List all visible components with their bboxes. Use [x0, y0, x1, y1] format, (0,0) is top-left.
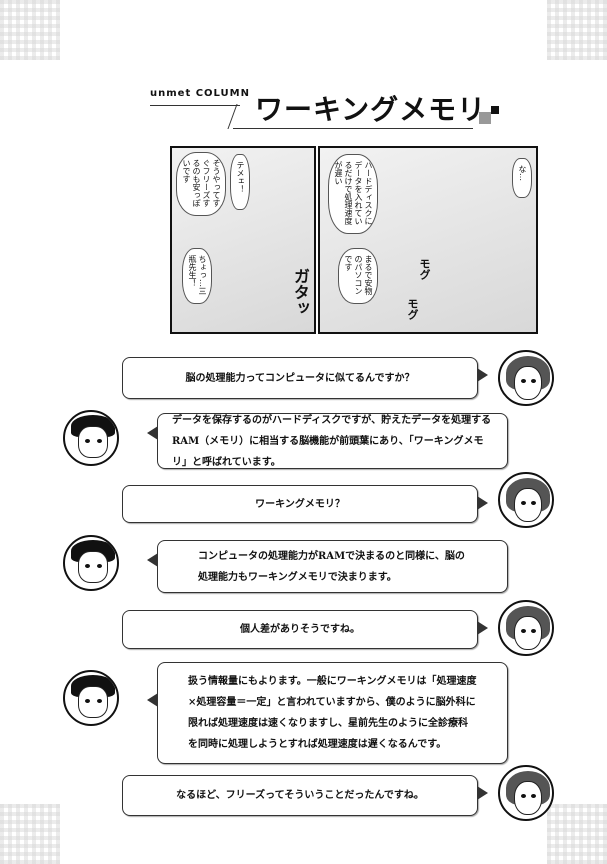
avatar-male — [63, 670, 119, 726]
sound-effect: モグ — [406, 298, 419, 320]
avatar-female — [498, 600, 554, 656]
speech-bubble: まるで安物のパソコンです — [338, 248, 378, 304]
corner-pattern — [0, 0, 60, 60]
avatar-female — [498, 472, 554, 528]
dialogue-text: 扱う情報量にもよります。一般にワーキングメモリは「処理速度×処理容量＝一定」と言… — [188, 676, 477, 750]
dialogue-text: データを保存するのがハードディスクですが、貯えたデータを処理するRAM（メモリ）… — [172, 414, 492, 468]
speech-bubble: ちょっ…三瓶先生！ — [182, 248, 212, 304]
dialogue-bubble: ワーキングメモリ？ — [122, 485, 488, 523]
speech-bubble: テメェ！ — [230, 154, 250, 210]
dialogue-text: 脳の処理能力ってコンピュータに似てるんですか？ — [185, 372, 415, 384]
manga-panel-right: ハードディスクにデータを入れているだけで処理速度が遅い まるで安物のパソコンです… — [318, 146, 538, 334]
dialogue-bubble: 個人差がありそうですね。 — [122, 610, 488, 649]
divider — [233, 128, 473, 129]
manga-panel-left: そうやってすぐフリーズするのも安っぽいです テメェ！ ちょっ…三瓶先生！ ガタッ — [170, 146, 316, 334]
page-title: ワーキングメモリ — [255, 93, 487, 126]
avatar-female — [498, 350, 554, 406]
divider — [227, 104, 238, 129]
dialogue-text: なるほど、フリーズってそういうことだったんですね。 — [176, 790, 424, 801]
speech-bubble: そうやってすぐフリーズするのも安っぽいです — [176, 152, 226, 216]
corner-pattern — [547, 0, 607, 60]
avatar-male — [63, 410, 119, 466]
column-brand: unmet COLUMN — [150, 88, 250, 99]
dialogue-bubble: なるほど、フリーズってそういうことだったんですね。 — [122, 775, 488, 816]
dialogue-bubble: 脳の処理能力ってコンピュータに似てるんですか？ — [122, 357, 488, 399]
speech-bubble: な… — [512, 158, 532, 198]
divider — [150, 105, 240, 106]
avatar-female — [498, 765, 554, 821]
dialogue-text: コンピュータの処理能力がRAMで決まるのと同様に、脳の処理能力もワーキングメモリ… — [198, 550, 465, 583]
decor-square — [491, 106, 499, 114]
dialogue-bubble: コンピュータの処理能力がRAMで決まるのと同様に、脳の処理能力もワーキングメモリ… — [147, 540, 508, 593]
manga-strip: そうやってすぐフリーズするのも安っぽいです テメェ！ ちょっ…三瓶先生！ ガタッ… — [170, 146, 538, 334]
sound-effect: ガタッ — [291, 268, 310, 316]
dialogue-bubble: データを保存するのがハードディスクですが、貯えたデータを処理するRAM（メモリ）… — [147, 413, 508, 469]
dialogue-text: 個人差がありそうですね。 — [240, 624, 360, 635]
decor-square — [479, 112, 491, 124]
corner-pattern — [0, 804, 60, 864]
corner-pattern — [547, 804, 607, 864]
sound-effect: モグ — [418, 258, 431, 280]
dialogue-text: ワーキングメモリ？ — [255, 498, 345, 510]
speech-bubble: ハードディスクにデータを入れているだけで処理速度が遅い — [328, 154, 378, 234]
dialogue-bubble: 扱う情報量にもよります。一般にワーキングメモリは「処理速度×処理容量＝一定」と言… — [147, 662, 508, 764]
avatar-male — [63, 535, 119, 591]
